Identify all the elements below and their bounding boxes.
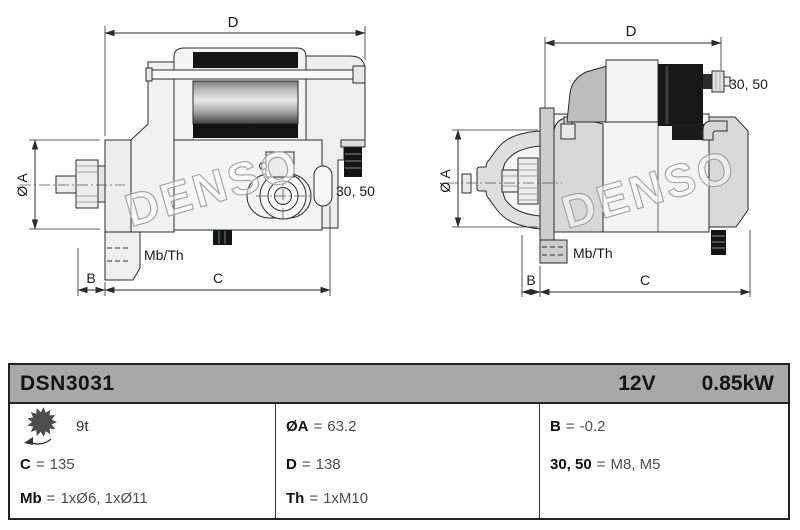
spec-value-mb: 1xØ6, 1xØ11 [60, 489, 148, 507]
right-dim-label-b: B [526, 272, 535, 288]
voltage-value: 12V [618, 371, 656, 395]
right-drawing-view: D 30, 50 Ø A B C Mb/Th DENSO [437, 23, 768, 297]
part-number: DSN3031 [20, 371, 115, 395]
right-label-mb-th: Mb/Th [573, 245, 613, 261]
spec-column-2: ØA = 63.2 D = 138 Th = 1xM10 [276, 404, 540, 518]
equals-sign: = [313, 417, 323, 435]
power-value: 0.85kW [701, 371, 774, 395]
equals-sign: = [35, 456, 45, 473]
equals-sign: = [46, 489, 56, 507]
equals-sign: = [309, 489, 319, 507]
right-label-30-50: 30, 50 [729, 76, 768, 92]
equals-sign: = [301, 456, 311, 473]
spec-key-dia-a: ØA [286, 417, 309, 435]
spec-row-th: Th = 1xM10 [286, 483, 539, 513]
spec-table-header: DSN3031 12V 0.85kW [10, 365, 788, 404]
spec-key-th: Th [286, 489, 305, 507]
pinion-rotation-icon [24, 407, 57, 445]
left-dim-label-c: C [213, 270, 223, 286]
spec-table: DSN3031 12V 0.85kW 9t C = 135 [8, 363, 790, 520]
left-label-mb-th: Mb/Th [144, 247, 184, 263]
spec-row-b: B = -0.2 [550, 406, 788, 446]
spec-key-c: C [20, 456, 31, 473]
teeth-count: 9t [76, 417, 89, 435]
left-drawing-view: D Ø A B C Mb/Th 30, 50 DENSO [14, 14, 375, 296]
left-label-30-50: 30, 50 [336, 183, 375, 199]
left-dim-label-dia-a: Ø A [14, 173, 30, 197]
left-motor-outline [20, 47, 366, 281]
spec-key-b: B [550, 417, 561, 435]
spec-value-d: 138 [315, 456, 341, 473]
left-dim-label-d: D [228, 14, 239, 31]
right-dim-label-d: D [626, 23, 637, 40]
spec-value-b: -0.2 [579, 417, 606, 435]
left-dimensions: D Ø A B C Mb/Th 30, 50 [14, 14, 375, 296]
left-dim-label-b: B [86, 270, 95, 286]
spec-value-c: 135 [49, 456, 75, 473]
spec-table-body: 9t C = 135 Mb = 1xØ6, 1xØ11 ØA = 63.2 D [10, 404, 788, 518]
spec-key-d: D [286, 456, 297, 473]
right-dimensions: D 30, 50 Ø A B C Mb/Th [437, 23, 768, 297]
spec-row-teeth: 9t [20, 406, 275, 446]
equals-sign: = [565, 417, 575, 435]
spec-row-mb: Mb = 1xØ6, 1xØ11 [20, 483, 275, 513]
spec-value-30-50: M8, M5 [610, 456, 661, 473]
spec-key-mb: Mb [20, 489, 42, 507]
spec-column-3: B = -0.2 30, 50 = M8, M5 [540, 404, 788, 518]
spec-row-30-50: 30, 50 = M8, M5 [550, 446, 788, 483]
equals-sign: = [596, 456, 606, 473]
right-dim-label-dia-a: Ø A [437, 169, 453, 193]
spec-value-th: 1xM10 [323, 489, 369, 507]
spec-key-30-50: 30, 50 [550, 456, 592, 473]
right-motor-outline [447, 59, 749, 264]
spec-row-d: D = 138 [286, 446, 539, 483]
spec-row-c: C = 135 [20, 446, 275, 483]
spec-value-dia-a: 63.2 [327, 417, 357, 435]
spec-row-dia-a: ØA = 63.2 [286, 406, 539, 446]
right-dim-label-c: C [640, 272, 650, 288]
spec-column-1: 9t C = 135 Mb = 1xØ6, 1xØ11 [10, 404, 276, 518]
technical-drawings: D Ø A B C Mb/Th 30, 50 DENSO [14, 14, 768, 297]
